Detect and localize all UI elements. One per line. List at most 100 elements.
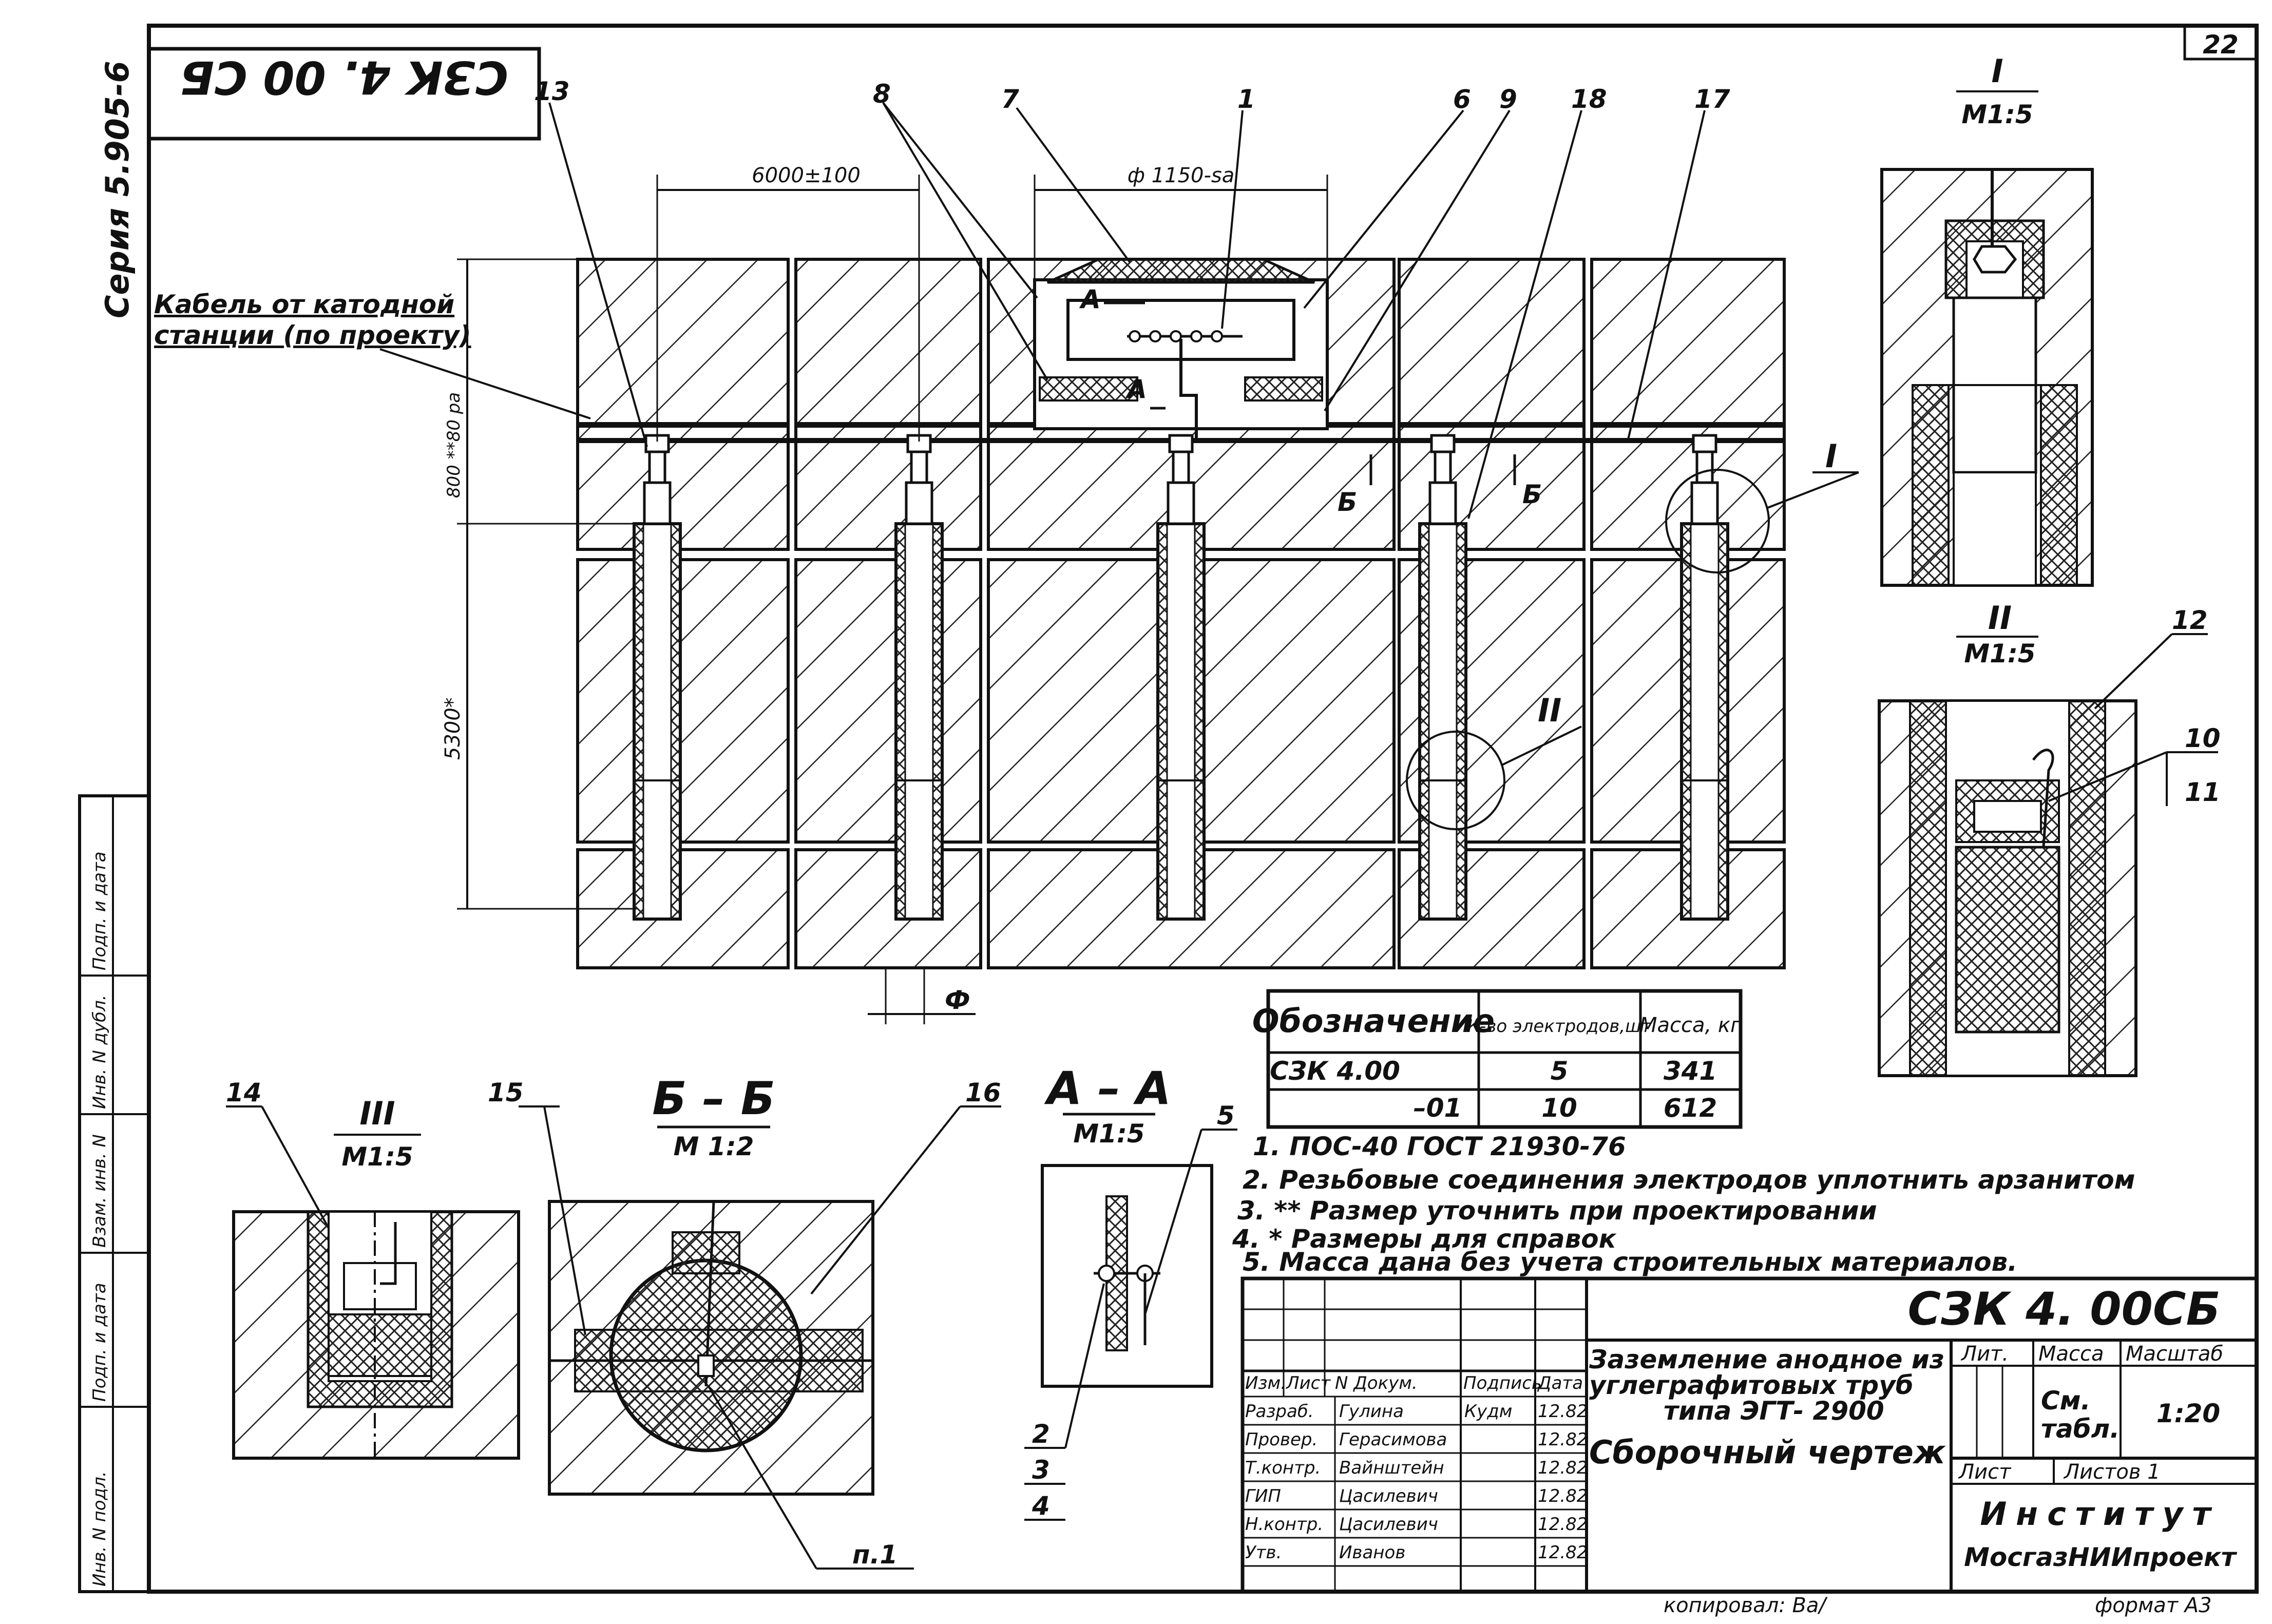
- electrode-head-2: [905, 481, 933, 525]
- detail-II-label-10: 10: [2185, 723, 2221, 753]
- electrode-fill-left-3: [1157, 523, 1168, 920]
- dim-spacing: 6000±100: [752, 164, 861, 187]
- tb-date-1: 12.82: [1538, 1401, 1588, 1422]
- dim-depth-top: 800 **80 ра: [444, 392, 464, 498]
- tb-title-2: углеграфитовых труб: [1589, 1370, 1914, 1400]
- electrode-group: [633, 434, 1729, 921]
- section-mark-a-top: А: [1079, 284, 1101, 314]
- tb-mass-value-1: См.: [2041, 1386, 2091, 1416]
- tb-date-2: 12.82: [1538, 1429, 1588, 1450]
- tb-date-6: 12.82: [1538, 1542, 1588, 1563]
- electrode-head-5: [1690, 481, 1719, 525]
- tb-org-1: Институт: [1980, 1495, 2220, 1533]
- notes: 1. ПОС-40 ГОСТ 21930-76 2. Резьбовые сое…: [1232, 1132, 2135, 1277]
- tb-scale-value: 1:20: [2156, 1399, 2220, 1428]
- pos-6: 6: [1453, 84, 1471, 114]
- spec-cell-0-0: СЗК 4.00: [1270, 1056, 1400, 1086]
- tb-title-3: типа ЭГТ- 2900: [1664, 1396, 1884, 1426]
- note-3: 3. ** Размер уточнить при проектировании: [1237, 1196, 1877, 1226]
- detail-I-title: I: [1991, 52, 2003, 90]
- note-5: 5. Масса дана без учета строительных мат…: [1243, 1247, 2017, 1277]
- electrode-fill-left-2: [895, 523, 906, 920]
- detail-II-scale: М1:5: [1964, 639, 2035, 668]
- spec-cell-1-1: 10: [1541, 1093, 1577, 1123]
- bb-label-16: 16: [965, 1078, 1001, 1107]
- series-label: Серия 5.905-6: [99, 61, 136, 318]
- dim-mark-f: Ф: [945, 985, 970, 1015]
- spec-cell-0-2: 341: [1664, 1056, 1717, 1086]
- section-BB-scale: М 1:2: [674, 1132, 754, 1161]
- electrode-fill-right-5: [1717, 523, 1729, 920]
- tb-head-doc: N Докум.: [1335, 1373, 1418, 1393]
- detail-III-scale: М1:5: [341, 1142, 413, 1172]
- detail-III: 14 III М1:5: [226, 1078, 520, 1460]
- position-labels-top: 13 8 7 1 6 9 18 17: [534, 77, 1730, 519]
- spec-cell-1-2: 612: [1664, 1093, 1717, 1123]
- tb-role-4: ГИП: [1245, 1486, 1281, 1506]
- tb-name-2: Герасимова: [1339, 1429, 1447, 1450]
- pos-9: 9: [1499, 84, 1517, 114]
- electrode-head-3: [1167, 481, 1195, 525]
- aa-label-5: 5: [1217, 1101, 1235, 1131]
- tb-role-3: Т.контр.: [1245, 1458, 1321, 1478]
- margin-label-2: Подп. и дата: [89, 1283, 110, 1402]
- pos-18: 18: [1571, 84, 1607, 114]
- spec-cell-0-1: 5: [1551, 1056, 1569, 1086]
- cable-note-line1: Кабель от катодной: [154, 290, 454, 319]
- main-section-view: А А Б Б I II 6000±100 ф 1150-sa: [441, 164, 1859, 1024]
- electrode-fill-left-1: [633, 523, 644, 920]
- electrode-neck-2: [910, 450, 928, 484]
- section-mark-b-right: Б: [1522, 480, 1542, 509]
- tb-role-2: Провер.: [1245, 1429, 1318, 1450]
- pos-13: 13: [534, 77, 570, 106]
- spec-cell-1-0: –01: [1414, 1093, 1462, 1123]
- tb-date-4: 12.82: [1538, 1486, 1588, 1506]
- box-base-right: [1244, 376, 1323, 402]
- detail-II-title: II: [1988, 599, 2012, 637]
- cable-note-line2: станции (по проекту): [154, 320, 471, 350]
- tb-name-6: Иванов: [1339, 1542, 1405, 1563]
- title-block: Изм. Лист N Докум. Подпись Дата Разраб.Г…: [1240, 1276, 2259, 1594]
- dim-diameter: ф 1150-sa: [1128, 164, 1235, 187]
- pos-8: 8: [873, 79, 891, 109]
- tb-date-3: 12.82: [1538, 1458, 1588, 1478]
- sheet-number: 22: [2203, 30, 2239, 60]
- pos-17: 17: [1694, 84, 1730, 114]
- tb-sheet-label: Лист: [1958, 1460, 2012, 1484]
- electrode-neck-3: [1172, 450, 1190, 484]
- left-margin-stamp: Инв. N подл. Подп. и дата Взам. инв. N И…: [78, 794, 150, 1593]
- tb-sheets-label: Листов 1: [2063, 1460, 2161, 1484]
- section-AA-title: А – А: [1044, 1062, 1171, 1115]
- tb-role-5: Н.контр.: [1245, 1514, 1323, 1535]
- aa-label-3: 3: [1032, 1455, 1050, 1485]
- electrode-head-1: [643, 481, 672, 525]
- electrode-neck-4: [1434, 450, 1452, 484]
- section-AA: А – А М1:5 5 2 3 4: [1024, 1062, 1237, 1521]
- detail-II-label-11: 11: [2185, 777, 2221, 807]
- tb-lit-label: Лит.: [1960, 1342, 2009, 1366]
- section-BB-title: Б – Б: [652, 1072, 775, 1125]
- electrode-fill-right-4: [1456, 523, 1467, 920]
- spec-header-mass: Масса, кг: [1639, 1014, 1742, 1037]
- electrode-fill-right-2: [932, 523, 943, 920]
- tb-role-6: Утв.: [1245, 1542, 1282, 1563]
- cable-leader: [379, 348, 591, 419]
- tb-role-1: Разраб.: [1245, 1401, 1314, 1422]
- tb-org-2: МосгазНИИпроект: [1964, 1542, 2238, 1572]
- rotated-stamp-box: [147, 47, 541, 141]
- electrode-cap-4: [1430, 434, 1456, 453]
- tb-sign-1: Кудм: [1464, 1401, 1512, 1422]
- section-BB: Б – Б М 1:2 15 16 п.1: [488, 1072, 1001, 1570]
- tb-mass-value-2: табл.: [2041, 1414, 2120, 1444]
- bb-note-p1: п.1: [852, 1540, 898, 1570]
- tb-scale-label: Масштаб: [2126, 1342, 2223, 1366]
- spec-table: Обозначение К-во электродов,шт Масса, кг…: [1252, 989, 1743, 1129]
- section-mark-b-left: Б: [1338, 487, 1357, 517]
- tb-head-date: Дата: [1537, 1373, 1583, 1393]
- tb-name-4: Цасилевич: [1339, 1486, 1438, 1506]
- format-label: формат А3: [2095, 1594, 2212, 1617]
- tb-head-sign: Подпись: [1463, 1373, 1542, 1393]
- electrode-neck-5: [1695, 450, 1714, 484]
